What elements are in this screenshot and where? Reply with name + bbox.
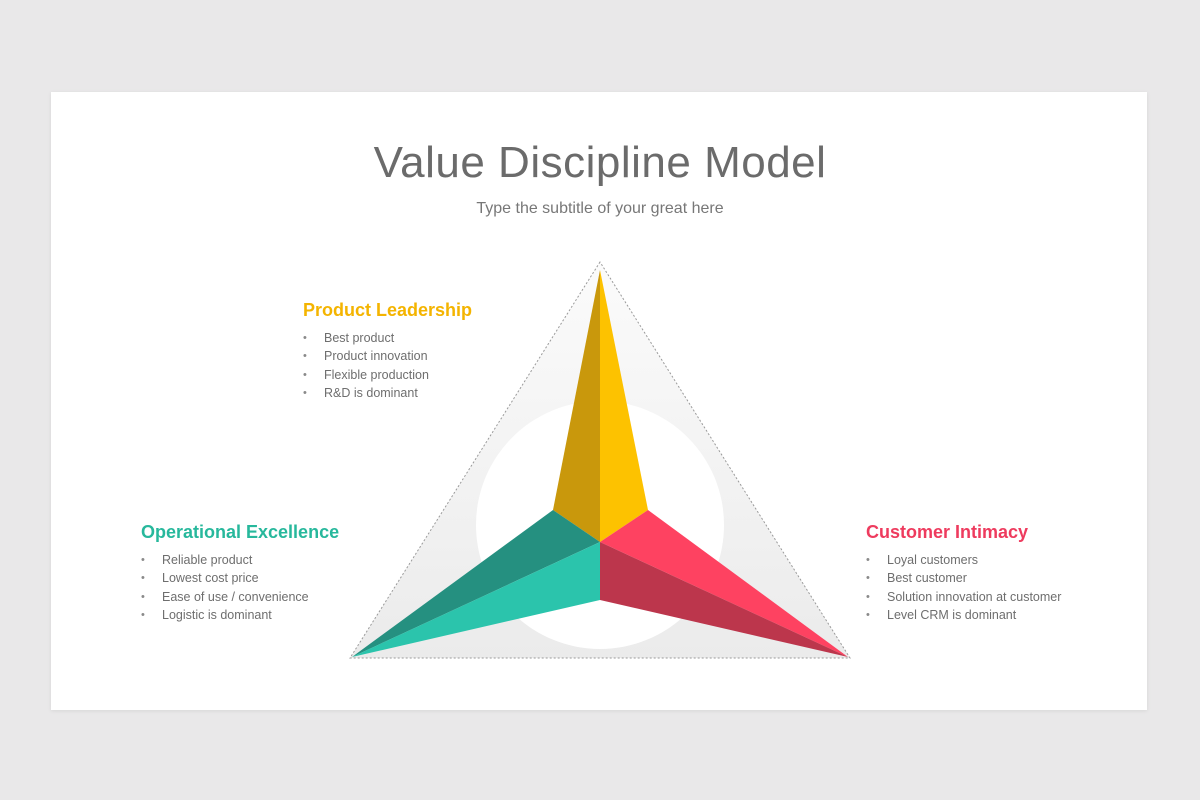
list-item: Ease of use / convenience xyxy=(141,588,339,607)
list-item: R&D is dominant xyxy=(303,384,472,403)
list-item: Best product xyxy=(303,329,472,348)
list-item: Product innovation xyxy=(303,347,472,366)
operational-excellence-heading: Operational Excellence xyxy=(141,522,340,542)
list-item: Reliable product xyxy=(141,551,339,570)
product-leadership-heading: Product Leadership xyxy=(303,300,473,320)
list-item: Lowest cost price xyxy=(141,569,339,588)
customer-intimacy-spike-top xyxy=(600,510,848,657)
list-item: Level CRM is dominant xyxy=(866,606,1061,625)
list-item: Logistic is dominant xyxy=(141,606,339,625)
operational-excellence-spike-bottom xyxy=(352,542,600,657)
list-item: Solution innovation at customer xyxy=(866,588,1061,607)
operational-excellence-list: Reliable product Lowest cost price Ease … xyxy=(141,551,339,624)
customer-intimacy-spike-bottom xyxy=(600,542,848,657)
customer-intimacy-block: Customer Intimacy Loyal customers Best c… xyxy=(866,522,1061,624)
operational-excellence-block: Operational Excellence Reliable product … xyxy=(141,522,339,624)
customer-intimacy-heading: Customer Intimacy xyxy=(866,522,1029,542)
product-leadership-list: Best product Product innovation Flexible… xyxy=(303,329,472,402)
customer-intimacy-list: Loyal customers Best customer Solution i… xyxy=(866,551,1061,624)
page-subtitle: Type the subtitle of your great here xyxy=(476,200,724,217)
list-item: Best customer xyxy=(866,569,1061,588)
page-title: Value Discipline Model xyxy=(373,138,827,187)
list-item: Flexible production xyxy=(303,366,472,385)
product-leadership-spike-left xyxy=(553,270,600,542)
product-leadership-spike-right xyxy=(600,270,648,542)
list-item: Loyal customers xyxy=(866,551,1061,570)
product-leadership-block: Product Leadership Best product Product … xyxy=(303,300,472,402)
operational-excellence-spike-top xyxy=(352,510,600,657)
